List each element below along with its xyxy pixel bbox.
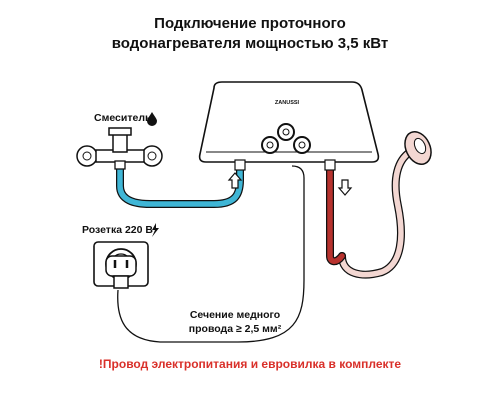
power-cable	[117, 165, 305, 343]
lightning-icon	[152, 223, 159, 237]
plug-icon	[105, 255, 137, 289]
water-heater: ZANUSSI	[198, 81, 380, 171]
socket-label: Розетка 220 В	[82, 224, 153, 236]
arrow-down-icon	[337, 179, 353, 196]
water-drop-icon	[147, 112, 157, 126]
shower-head	[404, 131, 432, 165]
brand-logo: ZANUSSI	[275, 100, 300, 106]
heater-knob	[261, 136, 279, 154]
cable-spec-line-1: Сечение медного	[189, 309, 281, 321]
cold-water-hose	[116, 162, 244, 208]
heater-knob	[277, 123, 295, 141]
heater-knob	[293, 136, 311, 154]
cable-spec-line-2: провода ≥ 2,5 мм²	[188, 323, 282, 335]
title-line-1: Подключение проточного	[154, 15, 346, 32]
mixer-faucet	[76, 127, 163, 170]
mixer-label: Смеситель	[94, 112, 152, 124]
bottom-note: !Провод электропитания и евровилка в ком…	[98, 357, 402, 371]
title-line-2: водонагревателя мощностью 3,5 кВт	[111, 35, 389, 52]
cable-spec: Сечение медного провода ≥ 2,5 мм²	[160, 308, 310, 336]
arrow-up-icon	[227, 172, 243, 189]
